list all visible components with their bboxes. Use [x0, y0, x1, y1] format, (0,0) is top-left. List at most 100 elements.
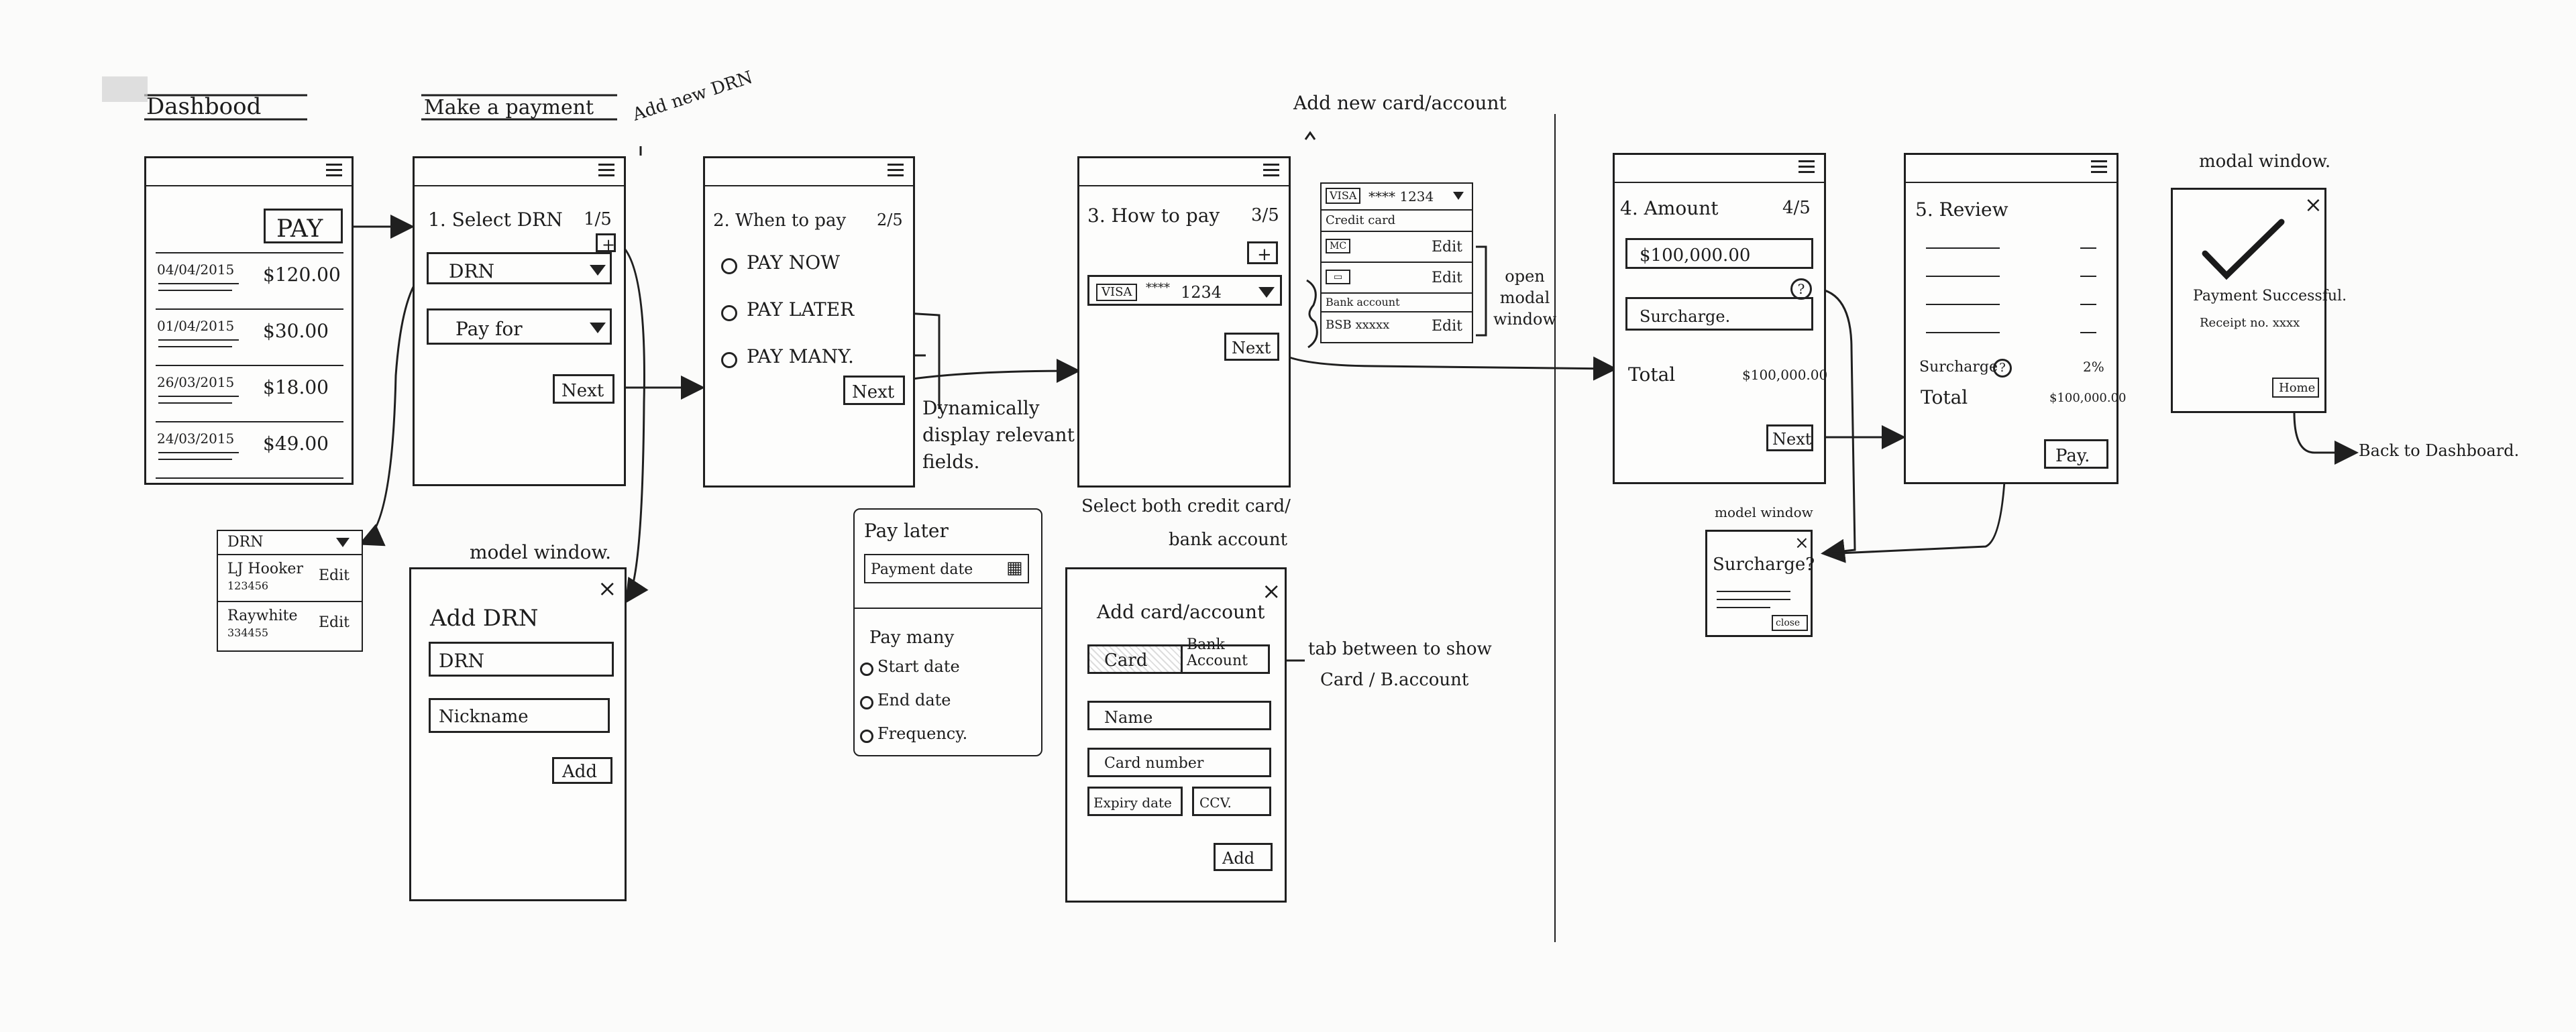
- dropdown-header[interactable]: DRN: [218, 531, 362, 555]
- review-screen: 5. Review Surcharge ? 2% Total $100,000.…: [1904, 153, 2127, 484]
- visa-badge: VISA: [1326, 188, 1361, 204]
- amount-field[interactable]: $100,000.00: [1625, 238, 1813, 269]
- tab-bank-account[interactable]: Bank Account: [1187, 636, 1248, 669]
- next-button[interactable]: Next: [553, 374, 614, 404]
- calendar-icon[interactable]: ▦: [1006, 558, 1023, 578]
- expiry-date-field[interactable]: Expiry date: [1087, 787, 1183, 816]
- pay-button[interactable]: PAY: [264, 209, 343, 243]
- name-field[interactable]: Name: [1087, 701, 1271, 730]
- tab-card[interactable]: Card: [1089, 646, 1183, 672]
- menu-icon[interactable]: [598, 164, 614, 177]
- radio-icon: [860, 729, 873, 743]
- menu-icon[interactable]: [888, 164, 904, 177]
- menu-icon[interactable]: [1799, 160, 1815, 174]
- header-bar: [146, 158, 352, 186]
- menu-icon[interactable]: [326, 164, 342, 177]
- edit-link[interactable]: Edit: [1432, 318, 1463, 335]
- payment-date-field[interactable]: Payment date ▦: [864, 554, 1029, 583]
- dynamic-fields-panel: Pay later Payment date ▦ Pay many Start …: [853, 508, 1042, 756]
- add-card-modal: × Add card/account Card Bank Account Nam…: [1065, 567, 1287, 903]
- edit-link: Edit: [319, 614, 350, 631]
- info-icon[interactable]: ?: [1993, 359, 2012, 378]
- caret-add-card: [1304, 131, 1316, 140]
- add-button[interactable]: Add: [1214, 843, 1273, 871]
- dropdown-item[interactable]: LJ Hooker 123456 Edit: [218, 555, 362, 602]
- dropdown-item[interactable]: VISA **** 1234: [1322, 184, 1472, 211]
- pay-for-select[interactable]: Pay for: [427, 308, 612, 345]
- text-line: [1717, 599, 1790, 600]
- chevron-down-icon: [590, 323, 606, 333]
- dropdown-item[interactable]: Raywhite 334455 Edit: [227, 608, 350, 639]
- header-bar: [1615, 155, 1824, 183]
- txn-amount: $30.00: [263, 320, 329, 342]
- total-value: $100,000.00: [1742, 367, 1828, 383]
- card-number-field[interactable]: Card number: [1087, 748, 1271, 777]
- brace-card: [1306, 279, 1318, 349]
- list-item[interactable]: 04/04/2015 $120.00: [156, 252, 343, 310]
- close-button[interactable]: close: [1772, 615, 1808, 631]
- radio-pay-now[interactable]: PAY NOW: [721, 253, 840, 274]
- dynamic-note: Dynamically display relevant fields.: [922, 397, 1075, 473]
- close-icon[interactable]: ×: [1794, 533, 1809, 553]
- list-item[interactable]: 24/03/2015 $49.00: [156, 422, 343, 479]
- edit-link[interactable]: Edit: [1432, 270, 1463, 286]
- when-to-pay-screen: 2. When to pay 2/5 PAY NOW PAY LATER PAY…: [703, 156, 915, 488]
- list-item[interactable]: 01/04/2015 $30.00: [156, 310, 343, 366]
- review-line: [1926, 332, 2000, 333]
- menu-icon[interactable]: [1263, 164, 1279, 177]
- modal-title: Add DRN: [430, 605, 539, 632]
- modal-caption: model window.: [470, 541, 612, 563]
- next-button[interactable]: Next: [1224, 333, 1279, 361]
- step-label: 3. How to pay: [1087, 205, 1220, 227]
- close-icon[interactable]: ×: [2304, 192, 2322, 217]
- txn-amount: $18.00: [263, 376, 329, 398]
- surcharge-value: 2%: [2083, 359, 2104, 375]
- add-drn-plus-icon[interactable]: +: [596, 233, 616, 253]
- menu-icon[interactable]: [2091, 160, 2107, 174]
- nickname-field[interactable]: Nickname: [429, 698, 610, 733]
- step-count: 3/5: [1251, 205, 1279, 225]
- next-button[interactable]: Next: [843, 376, 905, 405]
- how-to-pay-screen: 3. How to pay 3/5 + VISA **** 1234 Next: [1077, 156, 1291, 488]
- radio-pay-later[interactable]: PAY LATER: [721, 300, 854, 321]
- close-icon[interactable]: ×: [1262, 578, 1281, 605]
- add-button[interactable]: Add: [552, 757, 612, 784]
- modal-title: Add card/account: [1097, 601, 1265, 623]
- dropdown-item[interactable]: ▭ Edit: [1322, 263, 1472, 294]
- txn-date: 01/04/2015: [157, 318, 235, 334]
- list-item[interactable]: 26/03/2015 $18.00: [156, 366, 343, 422]
- checkmark-icon: [2202, 219, 2285, 280]
- step-label: 5. Review: [1915, 198, 2008, 221]
- card-badge-icon: ▭: [1326, 270, 1351, 284]
- transaction-list: 04/04/2015 $120.00 01/04/2015 $30.00 26/…: [156, 252, 343, 479]
- radio-end-date[interactable]: End date: [860, 692, 951, 709]
- header-bar: [1906, 155, 2116, 183]
- radio-start-date[interactable]: Start date: [860, 658, 960, 676]
- radio-pay-many[interactable]: PAY MANY.: [721, 347, 854, 368]
- next-button[interactable]: Next: [1766, 424, 1813, 451]
- text-line: [1717, 607, 1770, 608]
- drn-select[interactable]: DRN: [427, 252, 612, 284]
- scan-smudge: [102, 76, 148, 102]
- add-new-card-note: Add new card/account: [1293, 92, 1507, 114]
- modal-caption: model window: [1715, 504, 1813, 520]
- add-card-plus-icon[interactable]: +: [1247, 241, 1278, 264]
- step-count: 2/5: [877, 211, 903, 229]
- drn-field[interactable]: DRN: [429, 642, 614, 677]
- close-icon[interactable]: ×: [598, 575, 617, 602]
- radio-icon: [721, 304, 737, 321]
- card-select[interactable]: VISA **** 1234: [1087, 275, 1282, 306]
- edit-link[interactable]: Edit: [1432, 239, 1463, 255]
- review-line: [1926, 276, 2000, 277]
- arrow-next2-to-how: [892, 359, 1081, 384]
- txn-date: 26/03/2015: [157, 374, 235, 390]
- info-icon[interactable]: ?: [1790, 278, 1812, 300]
- radio-frequency[interactable]: Frequency.: [860, 726, 967, 743]
- pay-button[interactable]: Pay.: [2044, 439, 2108, 469]
- home-button[interactable]: Home: [2272, 378, 2319, 398]
- drn-dropdown: DRN LJ Hooker 123456 Edit Raywhite 33445…: [217, 530, 363, 652]
- modal-title: Surcharge?: [1713, 555, 1815, 575]
- dropdown-item[interactable]: MC Edit: [1322, 232, 1472, 263]
- ccv-field[interactable]: CCV.: [1192, 787, 1271, 816]
- dropdown-item[interactable]: BSB xxxxx Edit: [1326, 318, 1463, 335]
